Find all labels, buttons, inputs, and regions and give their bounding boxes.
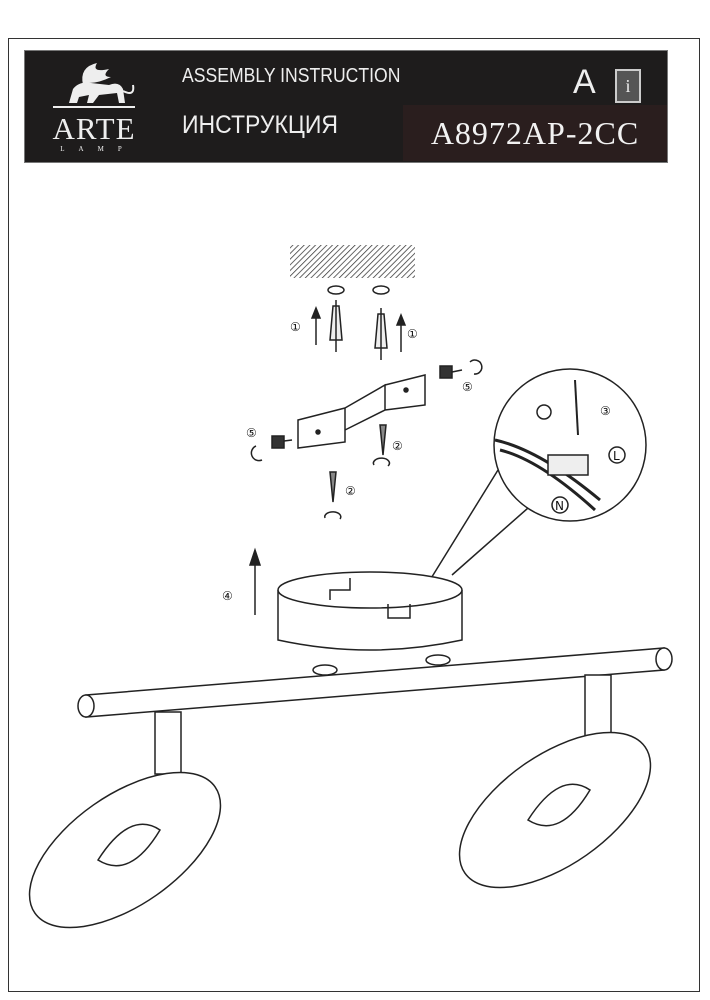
live-label: L [613, 449, 620, 463]
step-label: ① [407, 327, 418, 341]
ceiling-hatch [290, 245, 415, 278]
mounting-bracket [297, 374, 426, 449]
wall-plug-icon [374, 308, 388, 360]
page-border [8, 38, 700, 992]
neutral-label: N [555, 499, 564, 513]
step-label: ④ [222, 589, 233, 603]
step-label: ② [345, 484, 356, 498]
drill-hole [372, 285, 390, 295]
cable [494, 438, 601, 512]
terminal-block [547, 454, 589, 476]
lamp-bar [77, 647, 673, 718]
title-english: ASSEMBLY INSTRUCTION [182, 65, 401, 87]
ground-icon [536, 404, 552, 420]
model-number: A8972AP-2CC [403, 105, 667, 161]
arte-lamp-logo: ARTE LAMP [39, 59, 149, 157]
winged-lion-icon [53, 63, 135, 108]
language-letter: A [573, 63, 596, 101]
screw-icon [372, 424, 391, 467]
wall-plug-icon [329, 300, 343, 352]
step-label: ③ [600, 404, 611, 418]
step-label: ⑤ [246, 426, 257, 440]
arrow-up-icon [248, 547, 262, 615]
wiring-detail [493, 368, 647, 522]
lamp-canopy [277, 571, 463, 651]
header-banner: ARTE LAMP ASSEMBLY INSTRUCTION ИНСТРУКЦИ… [24, 50, 668, 163]
screw-icon [324, 471, 342, 520]
title-russian: ИНСТРУКЦИЯ [182, 111, 339, 139]
brand-subtitle: LAMP [60, 145, 136, 153]
step-label: ② [392, 439, 403, 453]
drill-hole [327, 285, 345, 295]
arrow-up-icon [310, 305, 322, 345]
bolt-icon [439, 359, 483, 379]
spotlight-left [28, 711, 222, 929]
bolt-icon [250, 435, 293, 462]
info-icon: i [615, 69, 641, 103]
screwdriver-icon [574, 379, 579, 436]
step-label: ⑤ [462, 380, 473, 394]
step-label: ① [290, 320, 301, 334]
spotlight-right [458, 674, 652, 889]
brand-name: ARTE [52, 111, 136, 146]
arrow-up-icon [395, 312, 407, 352]
